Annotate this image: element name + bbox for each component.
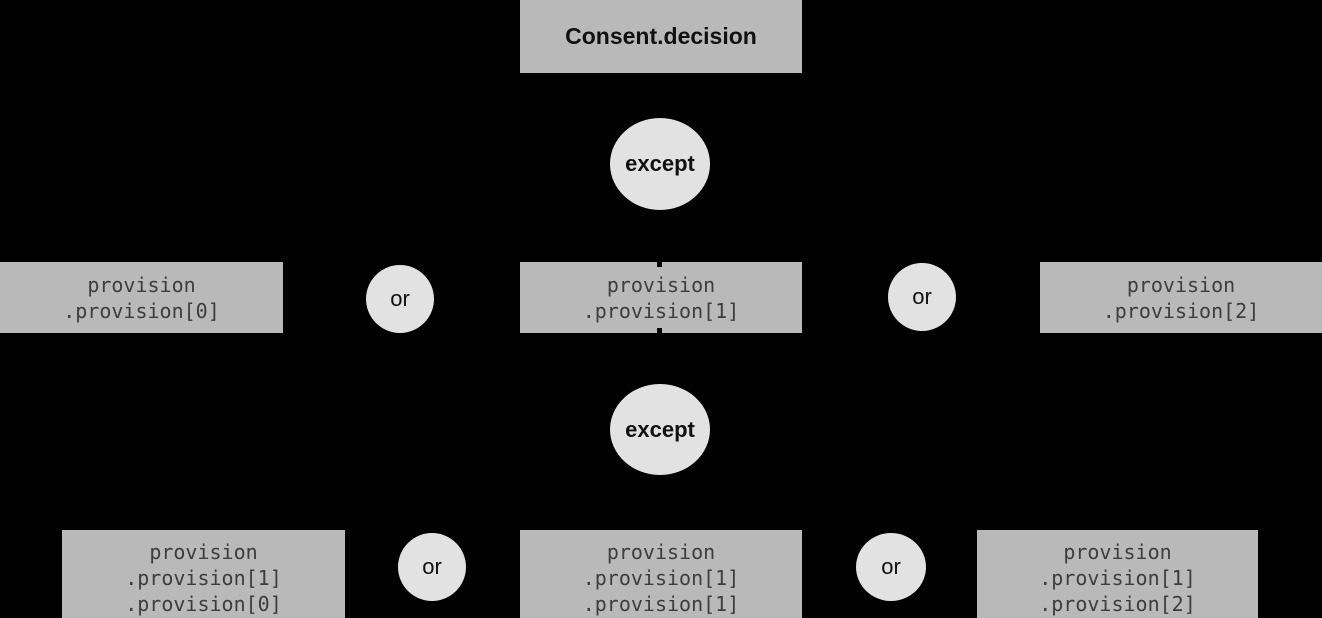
provision-node-2: provision .provision[2] [1040, 262, 1322, 333]
except-operator-1-label: except [625, 151, 695, 176]
except-operator-1: except [610, 118, 710, 210]
provision-node-1-0-line2: .provision[1] [125, 565, 282, 590]
provision-node-1-0: provision .provision[1] .provision[0] [62, 530, 345, 618]
root-node-consent-decision: Consent.decision [520, 0, 802, 73]
or-operator-2-label: or [912, 284, 932, 309]
or-operator-3: or [398, 533, 466, 601]
provision-node-1-0-line1: provision [149, 539, 258, 564]
or-operator-3-label: or [422, 554, 442, 579]
or-operator-1-label: or [390, 286, 410, 311]
except-operator-2-label: except [625, 416, 695, 442]
provision-node-1-line1: provision [606, 272, 716, 297]
or-operator-4-label: or [881, 554, 901, 579]
provision-node-1-line2: .provision[1] [582, 298, 740, 323]
provision-node-1-1-line3: .provision[1] [582, 591, 740, 616]
edge-arrowhead-dot-top [657, 262, 662, 267]
edge-arrowhead-dot-bottom [657, 328, 662, 333]
provision-node-2-line1: provision [1126, 272, 1236, 297]
provision-node-1-2-line3: .provision[2] [1039, 591, 1196, 616]
provision-node-1-2-line1: provision [1063, 539, 1172, 564]
provision-node-1-1-line2: .provision[1] [582, 565, 740, 590]
provision-node-0-line2: .provision[0] [63, 298, 220, 323]
provision-node-1-2: provision .provision[1] .provision[2] [977, 530, 1258, 618]
provision-node-1: provision .provision[1] [520, 262, 802, 333]
provision-node-0-line1: provision [87, 272, 196, 297]
provision-node-0: provision .provision[0] [0, 262, 283, 333]
provision-node-2-line2: .provision[2] [1102, 298, 1260, 323]
or-operator-4: or [856, 533, 926, 601]
provision-node-1-1: provision .provision[1] .provision[1] [520, 530, 802, 618]
root-node-label: Consent.decision [565, 23, 757, 49]
provision-node-1-1-line1: provision [606, 539, 716, 564]
provision-node-1-0-line3: .provision[0] [125, 591, 282, 616]
provision-node-1-2-line2: .provision[1] [1039, 565, 1196, 590]
except-operator-2: except [610, 384, 710, 475]
or-operator-2: or [888, 263, 956, 331]
or-operator-1: or [366, 265, 434, 333]
